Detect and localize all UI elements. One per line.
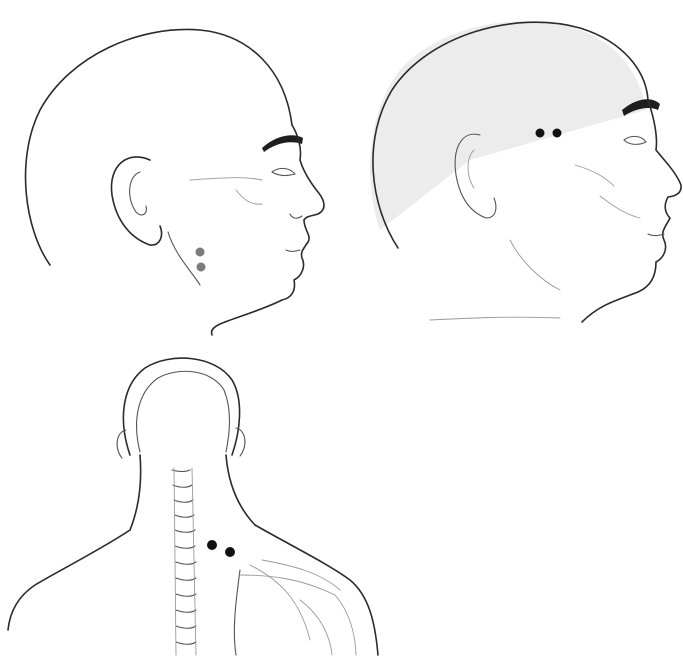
cheek-line-left	[190, 178, 262, 180]
shoulder-right	[255, 525, 378, 655]
head-back-outline	[123, 358, 239, 455]
shoulder-muscle-2	[262, 560, 340, 590]
acupoint-marker	[197, 263, 206, 272]
neck-left-side	[130, 455, 141, 530]
neck-right	[430, 317, 560, 320]
neck-front-left	[212, 322, 225, 335]
mouth-left	[286, 250, 300, 252]
head-outline-left	[26, 29, 292, 265]
shoulder-muscle-1	[250, 565, 310, 640]
nostril-left	[290, 214, 302, 218]
eyebrow-left	[262, 135, 303, 152]
side-head-left-figure	[26, 29, 324, 335]
cheek-fold-right	[600, 196, 640, 218]
cheekbone-left	[236, 190, 262, 204]
scapula-ridge	[240, 575, 335, 595]
side-head-right-figure	[370, 21, 681, 322]
shoulder-muscle-3	[335, 595, 356, 655]
head-shading-right	[370, 21, 646, 230]
head-back-inner	[137, 371, 230, 452]
neck-back-left	[168, 232, 200, 285]
scapula	[234, 570, 240, 655]
jaw-line-left	[225, 300, 282, 322]
acupoint-marker	[536, 129, 545, 138]
acupoint-marker	[225, 547, 235, 557]
acupoint-marker	[196, 248, 205, 257]
shoulder-left	[8, 530, 130, 630]
eye-right	[624, 136, 646, 144]
acupoint-marker	[207, 540, 217, 550]
face-profile-right	[638, 100, 681, 292]
back-neck-shoulder-figure	[8, 358, 378, 655]
face-profile-left	[282, 125, 324, 300]
ear-left	[111, 157, 161, 245]
neck-right-side	[226, 455, 255, 525]
cheek-line-right	[575, 165, 614, 186]
shoulder-muscle-4	[300, 600, 332, 655]
throat-right	[510, 240, 560, 290]
eye-left	[272, 168, 295, 175]
ear-inner-left	[130, 172, 147, 215]
acupoint-marker	[553, 129, 562, 138]
spine	[172, 468, 196, 655]
jaw-line-right	[582, 292, 638, 322]
mouth-right	[648, 234, 664, 236]
